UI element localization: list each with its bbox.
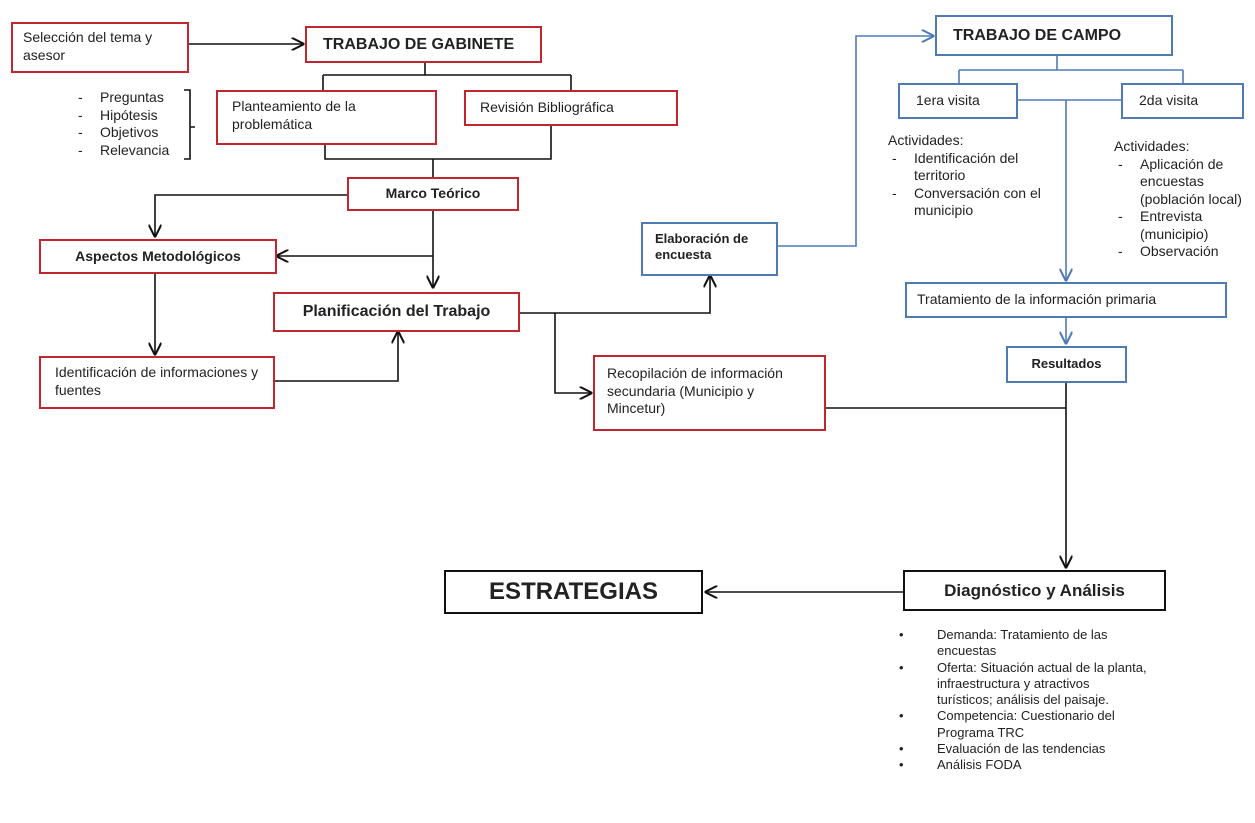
actividades-segunda-visita: Actividades: Aplicación de encuestas (po… — [1114, 138, 1254, 261]
actividades-title: Actividades: — [888, 132, 964, 148]
list-item: Aplicación de encuestas (población local… — [1118, 156, 1254, 209]
planteamiento-label: Planteamiento de la problemática — [232, 98, 356, 132]
list-item: Objetivos — [78, 124, 185, 142]
connector-to-diagnostico — [826, 383, 1066, 567]
connector-campo-tree — [958, 56, 1184, 83]
arrow-encuesta-campo — [778, 36, 933, 247]
list-item: Hipótesis — [78, 107, 185, 125]
trabajo-gabinete-box: TRABAJO DE GABINETE — [305, 26, 542, 63]
estrategias-box: ESTRATEGIAS — [444, 570, 703, 614]
recopilacion-label: Recopilación de información secundaria (… — [607, 365, 783, 416]
connector-gabinete-tree — [322, 63, 572, 90]
planteamiento-items: Preguntas Hipótesis Objetivos Relevancia — [78, 89, 185, 160]
list-brace — [184, 89, 195, 160]
tratamiento-informacion-box: Tratamiento de la información primaria — [905, 282, 1227, 318]
resultados-box: Resultados — [1006, 346, 1127, 383]
planteamiento-box: Planteamiento de la problemática — [216, 90, 437, 145]
recopilacion-box: Recopilación de información secundaria (… — [593, 355, 826, 431]
diagnostico-analisis-label: Diagnóstico y Análisis — [944, 580, 1125, 600]
segunda-visita-box: 2da visita — [1121, 83, 1244, 119]
planificacion-trabajo-label: Planificación del Trabajo — [302, 303, 491, 320]
marco-teorico-box: Marco Teórico — [347, 177, 519, 211]
arrow-planificacion-recopilacion — [554, 313, 591, 393]
revision-bibliografica-box: Revisión Bibliográfica — [464, 90, 678, 126]
estrategias-label: ESTRATEGIAS — [489, 578, 658, 605]
tratamiento-informacion-label: Tratamiento de la información primaria — [917, 291, 1157, 308]
list-item: Competencia: Cuestionario del Programa T… — [899, 708, 1147, 741]
trabajo-campo-label: TRABAJO DE CAMPO — [953, 26, 1122, 44]
resultados-label: Resultados — [1031, 356, 1102, 372]
segunda-visita-label: 2da visita — [1139, 92, 1199, 109]
diagnostico-analisis-box: Diagnóstico y Análisis — [903, 570, 1166, 611]
elaboracion-encuesta-box: Elaboración de encuesta — [641, 222, 778, 276]
trabajo-gabinete-label: TRABAJO DE GABINETE — [323, 35, 515, 53]
list-item: Demanda: Tratamiento de las encuestas — [899, 627, 1147, 660]
list-item: Conversación con el municipio — [892, 185, 1048, 220]
aspectos-metodologicos-box: Aspectos Metodológicos — [39, 239, 277, 274]
diagnostico-bullets: Demanda: Tratamiento de las encuestas Of… — [899, 627, 1147, 774]
marco-teorico-label: Marco Teórico — [385, 185, 481, 202]
aspectos-metodologicos-label: Aspectos Metodológicos — [75, 247, 241, 264]
arrow-identificacion-planificacion — [275, 332, 398, 382]
list-item: Oferta: Situación actual de la planta, i… — [899, 660, 1147, 709]
list-item: Preguntas — [78, 89, 185, 107]
list-item: Análisis FODA — [899, 757, 1147, 774]
list-item: Evaluación de las tendencias — [899, 741, 1147, 758]
list-item: Identificación del territorio — [892, 150, 1048, 185]
primera-visita-label: 1era visita — [916, 92, 980, 109]
primera-visita-box: 1era visita — [898, 83, 1018, 119]
identificacion-fuentes-box: Identificación de informaciones y fuente… — [39, 356, 275, 409]
list-item: Entrevista (municipio) — [1118, 208, 1254, 243]
elaboracion-encuesta-label: Elaboración de encuesta — [655, 231, 749, 263]
seleccion-tema-label: Selección del tema y asesor — [23, 29, 153, 63]
actividades-primera-visita: Actividades: Identificación del territor… — [888, 132, 1048, 220]
identificacion-fuentes-label: Identificación de informaciones y fuente… — [55, 364, 259, 398]
planificacion-trabajo-box: Planificación del Trabajo — [273, 292, 520, 332]
connector-merge-marco — [324, 126, 552, 177]
trabajo-campo-box: TRABAJO DE CAMPO — [935, 15, 1173, 56]
seleccion-tema-box: Selección del tema y asesor — [11, 22, 189, 73]
revision-bibliografica-label: Revisión Bibliográfica — [480, 99, 614, 116]
list-item: Relevancia — [78, 142, 185, 160]
list-item: Observación — [1118, 243, 1254, 261]
arrow-marco-aspectos — [155, 194, 347, 236]
arrow-planificacion-encuesta — [520, 276, 710, 314]
actividades-title: Actividades: — [1114, 138, 1190, 154]
